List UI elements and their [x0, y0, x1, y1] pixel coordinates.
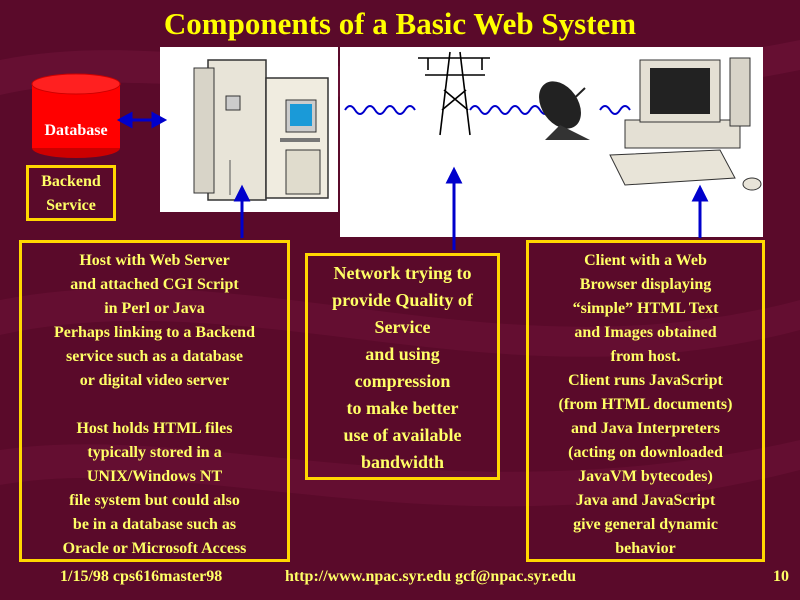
power-tower-icon	[418, 51, 490, 136]
client-line: Browser displaying	[579, 276, 712, 293]
network-line: Network trying to	[333, 263, 472, 283]
client-line: and Java Interpreters	[570, 420, 721, 437]
network-line: to make better	[346, 398, 459, 418]
satellite-dish-icon	[539, 81, 590, 140]
network-line: bandwidth	[360, 452, 445, 472]
host-line: typically stored in a	[87, 444, 222, 461]
database-label: Database	[44, 122, 108, 139]
client-line: give general dynamic	[573, 516, 718, 533]
page-number: 10	[773, 568, 789, 585]
client-description-box: Client with a Web Browser displaying “si…	[526, 240, 765, 562]
client-line: and Images obtained	[574, 324, 717, 341]
host-line: in Perl or Java	[104, 300, 205, 317]
computer-icon	[609, 57, 762, 191]
client-line: JavaVM bytecodes)	[578, 468, 713, 485]
backend-line: Service	[46, 197, 96, 214]
database-icon	[31, 73, 121, 158]
slide-title: Components of a Basic Web System	[163, 6, 637, 41]
host-line: and attached CGI Script	[70, 276, 239, 293]
network-line: and using	[365, 344, 440, 364]
client-line: “simple” HTML Text	[572, 300, 719, 317]
network-line: provide Quality of	[332, 290, 473, 310]
backend-service-box: Backend Service	[26, 165, 116, 221]
network-line: Service	[374, 317, 431, 337]
host-arrow	[233, 184, 251, 238]
client-arrow	[691, 184, 709, 238]
client-line: Client runs JavaScript	[568, 372, 723, 389]
server-icon	[193, 59, 329, 201]
host-line: or digital video server	[79, 372, 230, 389]
client-line: behavior	[615, 540, 676, 557]
host-line: service such as a database	[66, 348, 243, 365]
host-line: file system but could also	[69, 492, 240, 509]
footer-url-email[interactable]: http://www.npac.syr.edu gcf@npac.syr.edu	[285, 568, 577, 585]
host-line: Perhaps linking to a Backend	[54, 324, 255, 341]
network-line: compression	[354, 371, 451, 391]
host-gap	[22, 393, 287, 417]
host-line: UNIX/Windows NT	[86, 468, 223, 485]
footer-date-course: 1/15/98 cps616master98	[60, 568, 223, 585]
database-server-arrow	[116, 111, 168, 129]
client-line: (acting on downloaded	[568, 444, 723, 461]
host-line: Host holds HTML files	[76, 420, 233, 437]
network-description-box: Network trying to provide Quality of Ser…	[305, 253, 500, 480]
host-line: Host with Web Server	[79, 252, 230, 269]
client-line: (from HTML documents)	[558, 396, 733, 413]
network-line: use of available	[343, 425, 462, 445]
backend-line: Backend	[41, 173, 101, 190]
host-line: be in a database such as	[72, 516, 237, 533]
client-line: Java and JavaScript	[575, 492, 716, 509]
network-wave	[344, 105, 631, 115]
host-description-box: Host with Web Server and attached CGI Sc…	[19, 240, 290, 562]
client-line: from host.	[610, 348, 681, 365]
host-line: Oracle or Microsoft Access	[62, 540, 247, 557]
network-arrow	[445, 166, 463, 250]
client-line: Client with a Web	[584, 252, 707, 269]
